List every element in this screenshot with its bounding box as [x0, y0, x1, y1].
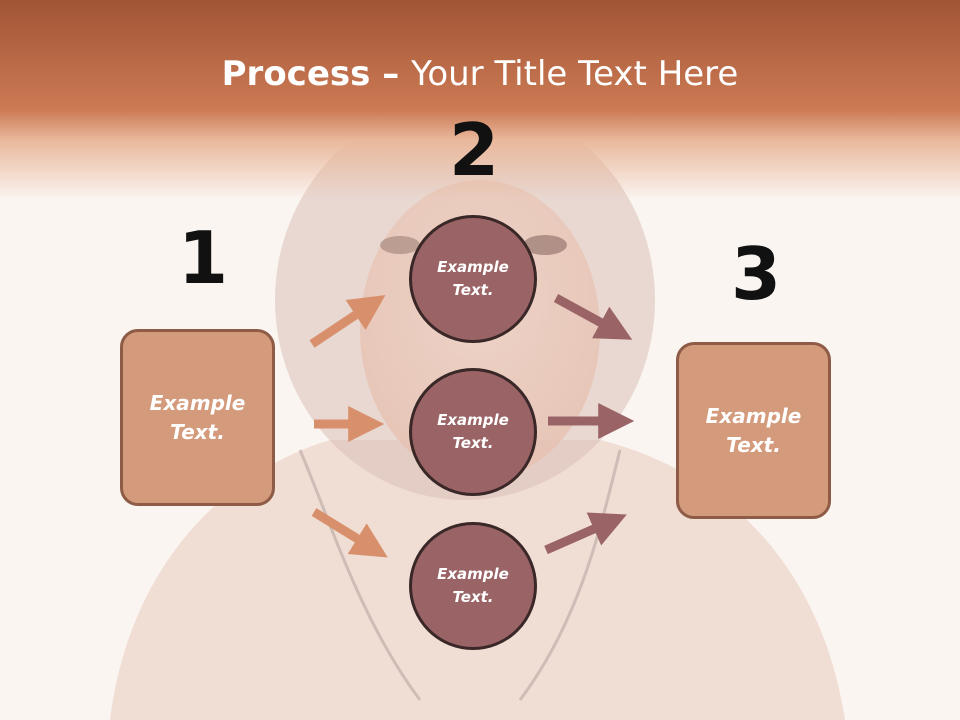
step-number-1: 1 [178, 216, 229, 300]
step-3-box: Example Text. [676, 342, 831, 519]
step-number-2: 2 [449, 108, 500, 192]
step-1-box-line2: Text. [170, 419, 225, 444]
title-bold: Process [221, 54, 371, 94]
arrow-2c-to-3 [544, 512, 627, 555]
title-rest: Your Title Text Here [411, 54, 739, 94]
step-3-box-line1: Example [705, 403, 802, 428]
step-2-circle-bottom: Example Text. [409, 522, 537, 650]
step-2-circle-top: Example Text. [409, 215, 537, 343]
arrow-2a-to-3 [553, 294, 633, 340]
step-3-box-line2: Text. [726, 432, 781, 457]
circle-top-line2: Text. [452, 281, 494, 299]
step-1-box-line1: Example [149, 390, 246, 415]
title-separator: – [370, 54, 412, 94]
arrow-1-to-2c [311, 508, 388, 558]
circle-middle-line1: Example [437, 411, 509, 429]
slide-title: Process – Your Title Text Here [0, 52, 960, 96]
circle-bottom-line2: Text. [452, 588, 494, 606]
step-2-circle-middle: Example Text. [409, 368, 537, 496]
arrow-1-to-2a [309, 295, 386, 348]
circle-top-line1: Example [437, 258, 509, 276]
step-1-box: Example Text. [120, 329, 275, 506]
circle-bottom-line1: Example [437, 565, 509, 583]
circle-middle-line2: Text. [452, 434, 494, 452]
step-number-3: 3 [731, 232, 782, 316]
header-band [0, 0, 960, 200]
